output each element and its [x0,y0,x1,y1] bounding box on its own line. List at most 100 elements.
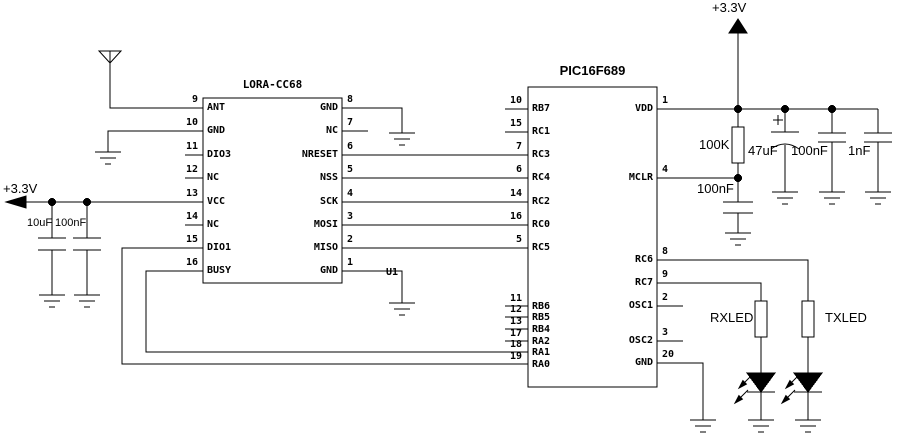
ground-icon [389,132,415,146]
pin-name: RA0 [532,359,551,370]
power-arrow-up-icon [728,18,748,34]
pin-number: 15 [185,234,198,245]
ground-icon [74,294,100,308]
wire-pic-gnd20 [657,362,704,420]
pin-number: 2 [662,292,669,303]
ground-icon [748,419,774,433]
pic-chip-title: PIC16F689 [559,63,626,78]
led-light-arrows [733,374,800,405]
pin-name: NC [207,172,220,183]
pin-number: 4 [347,188,354,199]
pin-number: 6 [347,141,354,152]
pin-name: RB5 [532,312,551,323]
cap-value-1nf: 1nF [848,143,871,158]
pin-number: 13 [509,316,522,327]
capacitor-100nf-left [73,202,101,295]
pin-number: 8 [347,94,354,105]
cap-value-100nf-mclr: 100nF [697,181,734,196]
ground-icon [865,191,891,205]
pin-name: NRESET [301,149,338,160]
pin-number: 10 [509,95,522,106]
pin-name: DIO3 [207,149,232,160]
ground-icon [725,232,751,246]
pin-number: 16 [509,211,522,222]
pin-name: GND [634,357,653,368]
pin-name: RC7 [634,277,653,288]
pin-number: 18 [509,339,522,350]
pin-number: 7 [515,141,522,152]
wire-lora-dio1-to-ra0 [121,247,528,365]
wire-rc6-txled [657,259,809,301]
pin-name: BUSY [207,265,232,276]
junction-dot [83,198,91,206]
pin-name: NSS [319,172,338,183]
pin-number: 15 [509,118,522,129]
pin-name: RC2 [532,196,551,207]
capacitor-100nf-mclr [723,178,753,233]
pin-name: RC0 [532,219,551,230]
resistor-rxled [754,300,768,338]
wire-lora-gnd1 [342,270,403,303]
pin-name: NC [325,125,338,136]
pin-name: RB6 [532,301,551,312]
wire-lora-gnd10 [107,130,203,152]
pin-number: 12 [185,164,198,175]
ground-icon [95,151,121,165]
pin-number: 16 [185,257,198,268]
pin-number: 1 [347,257,354,268]
wire-lora-gnd8 [342,107,403,133]
pin-name: RA2 [532,336,551,347]
ground-icon [39,294,65,308]
junction-dot [781,105,789,113]
cap-value-100nf-vdd: 100nF [791,143,828,158]
pin-name: RB7 [532,103,551,114]
capacitor-100nf-vdd [818,109,846,192]
pin-name: RC1 [532,126,551,137]
wire-antenna [109,51,203,109]
pin-number: 3 [662,327,669,338]
ground-icon [795,419,821,433]
pin-number: 7 [347,117,354,128]
pic-chip-body [527,86,658,388]
pin-number: 19 [509,351,522,362]
pin-number: 11 [509,293,522,304]
capacitor-10uf [38,202,66,295]
pin-number: 9 [191,94,198,105]
plus-sign [773,115,783,125]
ground-icon [819,191,845,205]
resistor-100k [731,109,745,178]
pin-name: VCC [207,196,226,207]
pin-name: OSC2 [628,335,653,346]
pin-name: GND [319,265,338,276]
capacitor-1nf [864,109,892,192]
ground-icon [690,419,716,433]
pin-name: OSC1 [628,300,653,311]
pin-number: 17 [509,328,522,339]
wire-lora-busy-to-ra1 [145,270,528,353]
pin-number: 5 [347,164,354,175]
pin-name: RC6 [634,254,653,265]
power-arrow-left-icon [4,195,27,209]
resistor-value-txled: TXLED [825,310,867,325]
lora-chip-title: LORA-CC68 [242,78,303,91]
pin-number: 10 [185,117,198,128]
cap-value-47uf: 47uF [748,143,778,158]
pin-number: 9 [662,269,669,280]
pin-name: NC [207,219,220,230]
rx-led-icon [746,372,776,420]
pin-number: 3 [347,211,354,222]
pin-name: DIO1 [207,242,232,253]
tx-led-icon [793,372,823,420]
pin-number: 12 [509,304,522,315]
resistor-value-rxled: RXLED [710,310,754,325]
lora-chip-body [202,97,343,284]
pin-number: 8 [662,246,669,257]
pin-name: ANT [207,102,226,113]
pin-number: 4 [662,164,669,175]
pin-number: 14 [509,188,522,199]
pin-name: GND [207,125,226,136]
pin-name: GND [319,102,338,113]
vcc-label-right: +3.3V [712,0,747,15]
